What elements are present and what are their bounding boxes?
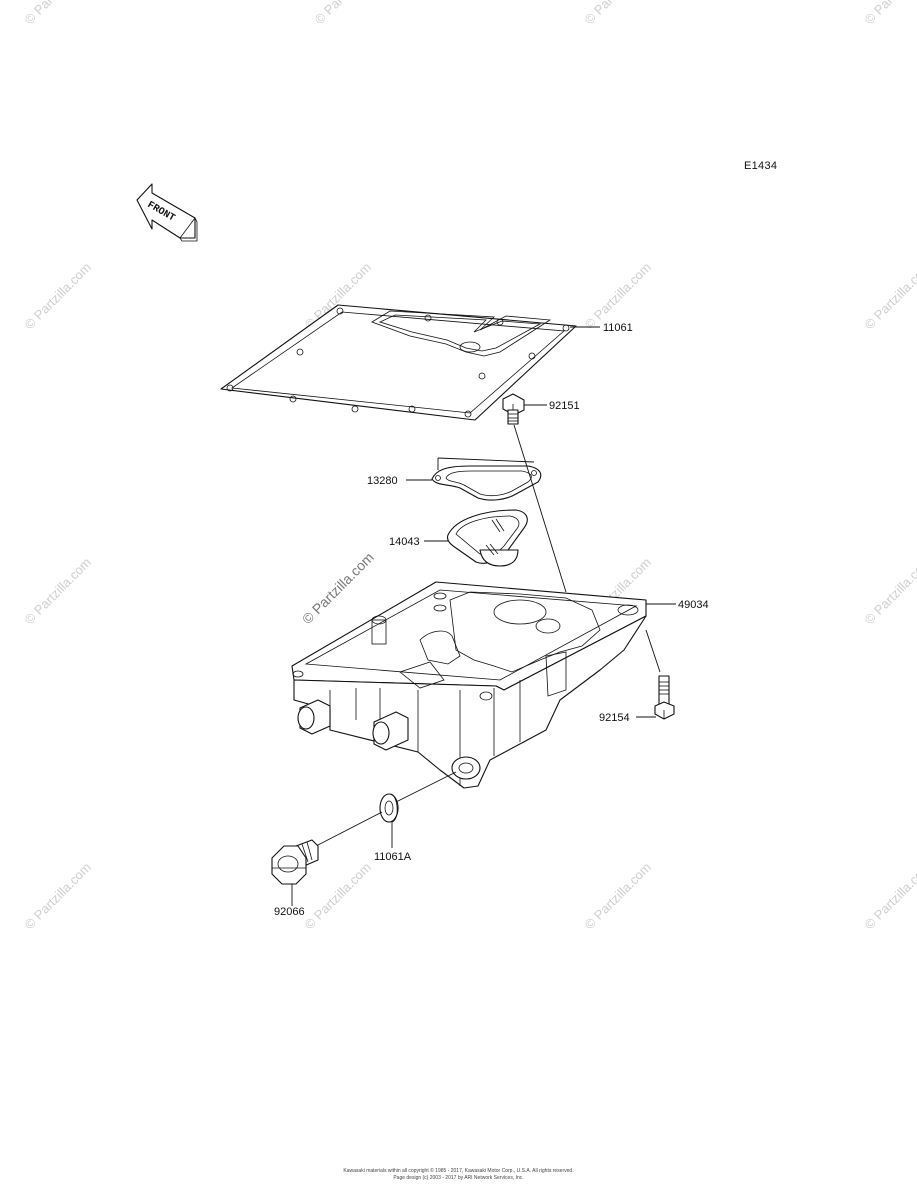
watermark: © Partzilla.com [22, 0, 95, 27]
watermark: © Partzilla.com [302, 860, 375, 933]
part-number-11061A[interactable]: 11061A [374, 851, 412, 863]
copyright-footer: Kawasaki materials within all copyright … [0, 1168, 917, 1182]
bolt-92154[interactable] [654, 675, 675, 720]
footer-line: Page design (c) 2003 - 2017 by ARI Netwo… [393, 1175, 524, 1181]
part-number-11061[interactable]: 11061 [603, 322, 633, 334]
oil-screen[interactable] [446, 509, 528, 567]
diagram-code: E1434 [744, 160, 778, 172]
part-number-92151[interactable]: 92151 [549, 400, 580, 412]
watermark: © Partzilla.com [582, 860, 655, 933]
watermark: © Partzilla.com [22, 555, 95, 628]
watermark: © Partzilla.com [862, 260, 917, 333]
oil-pan-gasket[interactable] [220, 304, 577, 421]
watermark: © Partzilla.com [22, 260, 95, 333]
footer-line: Kawasaki materials within all copyright … [343, 1168, 574, 1174]
watermark: © Partzilla.com [862, 555, 917, 628]
watermark: © Partzilla.com [862, 860, 917, 933]
front-arrow-icon: FRONT [136, 183, 198, 242]
part-number-14043[interactable]: 14043 [389, 536, 420, 548]
part-number-92066[interactable]: 92066 [274, 906, 305, 918]
watermark: © Partzilla.com [582, 0, 655, 27]
bolt-92151[interactable] [502, 393, 525, 425]
part-number-49034[interactable]: 49034 [678, 599, 709, 611]
part-number-13280[interactable]: 13280 [367, 475, 398, 487]
watermark: © Partzilla.com [22, 860, 95, 933]
oil-pan[interactable] [291, 581, 647, 789]
watermark-center: © Partzilla.com [299, 549, 377, 627]
part-number-92154[interactable]: 92154 [599, 712, 630, 724]
strainer-gasket[interactable] [431, 465, 542, 501]
watermark: © Partzilla.com [312, 0, 385, 27]
drain-plug[interactable] [271, 839, 319, 885]
washer[interactable] [379, 793, 399, 823]
watermark: © Partzilla.com [862, 0, 917, 27]
